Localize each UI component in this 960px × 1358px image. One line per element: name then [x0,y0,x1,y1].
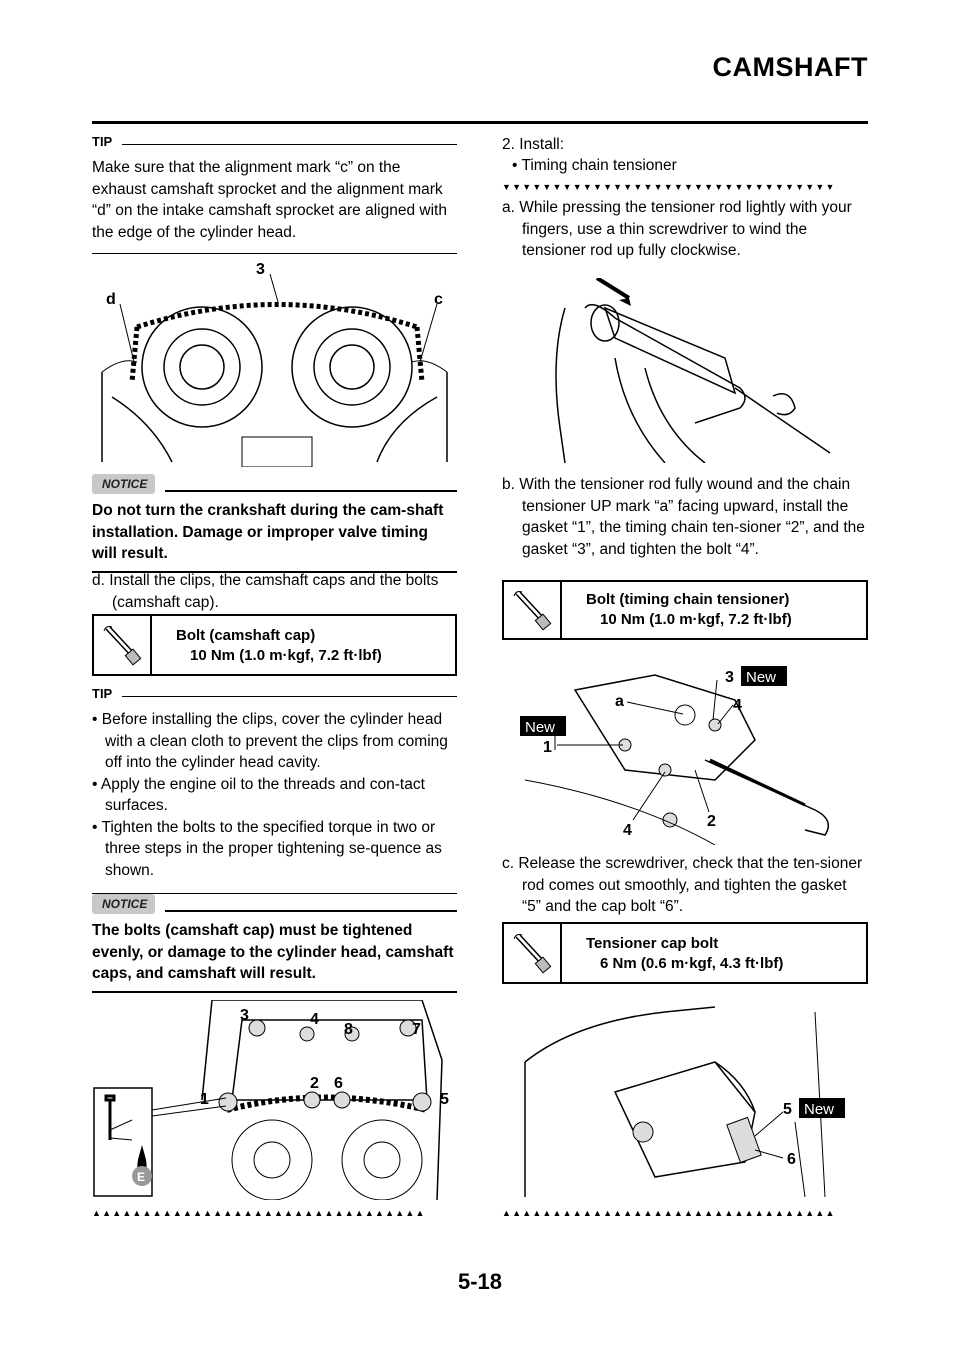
notice-block-2: NOTICE The bolts (camshaft cap) must be … [92,894,457,993]
callout-5: 5 [440,1091,449,1108]
torque-spec-box: Tensioner cap bolt 6 Nm (0.6 m·kgf, 4.3 … [502,922,868,984]
tip-list-item: • Before installing the clips, cover the… [92,711,448,771]
callout-3: 3 [256,262,265,278]
step-a-text: a. While pressing the tensioner rod ligh… [502,199,852,259]
torque-name: Tensioner cap bolt [586,935,719,952]
torque-name: Bolt (timing chain tensioner) [586,591,790,608]
torque-value: 10 Nm (1.0 m·kgf, 7.2 ft·lbf) [600,611,792,628]
callout-3: 3 [240,1007,249,1024]
torque-value: 10 Nm (1.0 m·kgf, 7.2 ft·lbf) [190,647,382,664]
procedure-end-marker: ▲▲▲▲▲▲▲▲▲▲▲▲▲▲▲▲▲▲▲▲▲▲▲▲▲▲▲▲▲▲▲▲▲ [502,1208,836,1218]
torque-spec-box: Bolt (camshaft cap) 10 Nm (1.0 m·kgf, 7.… [92,614,457,676]
step-2-item: • Timing chain tensioner [512,157,677,174]
notice-end-rule [92,570,457,573]
tip-text: Make sure that the alignment mark “c” on… [92,159,447,241]
tip-block-1: TIP Make sure that the alignment mark “c… [92,134,457,254]
callout-7: 7 [412,1021,421,1038]
callout-d: d [106,291,116,308]
callout-2: 2 [707,813,716,830]
camshaft-cap-sequence-figure: E 3 4 8 7 1 2 6 5 [93,1000,449,1200]
callout-a: a [615,693,624,710]
notice-icon: NOTICE [92,474,156,494]
notice-block-1: NOTICE Do not turn the crankshaft during… [92,474,457,573]
tip-end-rule [92,893,457,894]
page-title: CAMSHAFT [712,52,868,82]
step-2-text: 2. Install: [502,136,565,153]
procedure-start-marker: ▼▼▼▼▼▼▼▼▼▼▼▼▼▼▼▼▼▼▼▼▼▼▼▼▼▼▼▼▼▼▼▼▼ [502,182,836,192]
header-rule [92,121,868,124]
tip-heading: TIP [92,686,457,701]
step-b-text: b. With the tensioner rod fully wound an… [502,476,865,558]
callout-4: 4 [310,1011,319,1028]
step-d-text: d. Install the clips, the camshaft caps … [92,572,439,611]
torque-wrench-icon [94,616,152,674]
step-c-text: c. Release the screwdriver, check that t… [502,855,863,915]
tensioner-cap-figure: 5 6 New [524,1006,845,1197]
tip-heading: TIP [92,134,457,149]
callout-c: c [434,291,443,308]
tip-label: TIP [92,686,113,701]
torque-spec-box: Bolt (timing chain tensioner) 10 Nm (1.0… [502,580,868,640]
torque-wrench-icon [504,924,562,982]
tip-block-2: TIP • Before installing the clips, cover… [92,686,457,894]
callout-5: 5 [783,1101,792,1118]
callout-2: 2 [310,1075,319,1092]
callout-6: 6 [787,1151,796,1168]
camshaft-sprocket-figure: 3 d c [101,262,448,467]
torque-wrench-icon [504,582,562,638]
tip-end-rule [92,253,457,254]
tensioner-install-figure: 3 a 4 1 4 2 New New [520,666,830,845]
oil-mark-label: E [137,1170,145,1184]
oil-drop-icon: E [132,1145,152,1186]
new-part-tag: New [525,719,555,736]
tip-list-item: • Tighten the bolts to the specified tor… [92,818,442,879]
tip-list-item: • Apply the engine oil to the threads an… [92,775,425,815]
tip-label: TIP [92,134,113,149]
notice-text: The bolts (camshaft cap) must be tighten… [92,922,454,982]
notice-text: Do not turn the crankshaft during the ca… [92,502,444,562]
callout-3: 3 [725,669,734,686]
notice-heading: NOTICE [92,474,457,494]
torque-name: Bolt (camshaft cap) [176,627,316,644]
callout-1: 1 [200,1091,209,1108]
procedure-end-marker: ▲▲▲▲▲▲▲▲▲▲▲▲▲▲▲▲▲▲▲▲▲▲▲▲▲▲▲▲▲▲▲▲▲ [92,1208,426,1218]
callout-6: 6 [334,1075,343,1092]
callout-8: 8 [344,1021,353,1038]
torque-value: 6 Nm (0.6 m·kgf, 4.3 ft·lbf) [600,955,784,972]
tensioner-wind-figure [555,278,831,463]
new-part-tag: New [804,1101,834,1118]
callout-4: 4 [623,822,632,839]
new-part-tag: New [746,669,776,686]
notice-heading: NOTICE [92,894,457,914]
notice-end-rule [92,990,457,993]
callout-4: 4 [733,697,742,714]
page-number: 5-18 [457,1269,503,1294]
callout-1: 1 [543,739,552,756]
notice-icon: NOTICE [92,894,156,914]
